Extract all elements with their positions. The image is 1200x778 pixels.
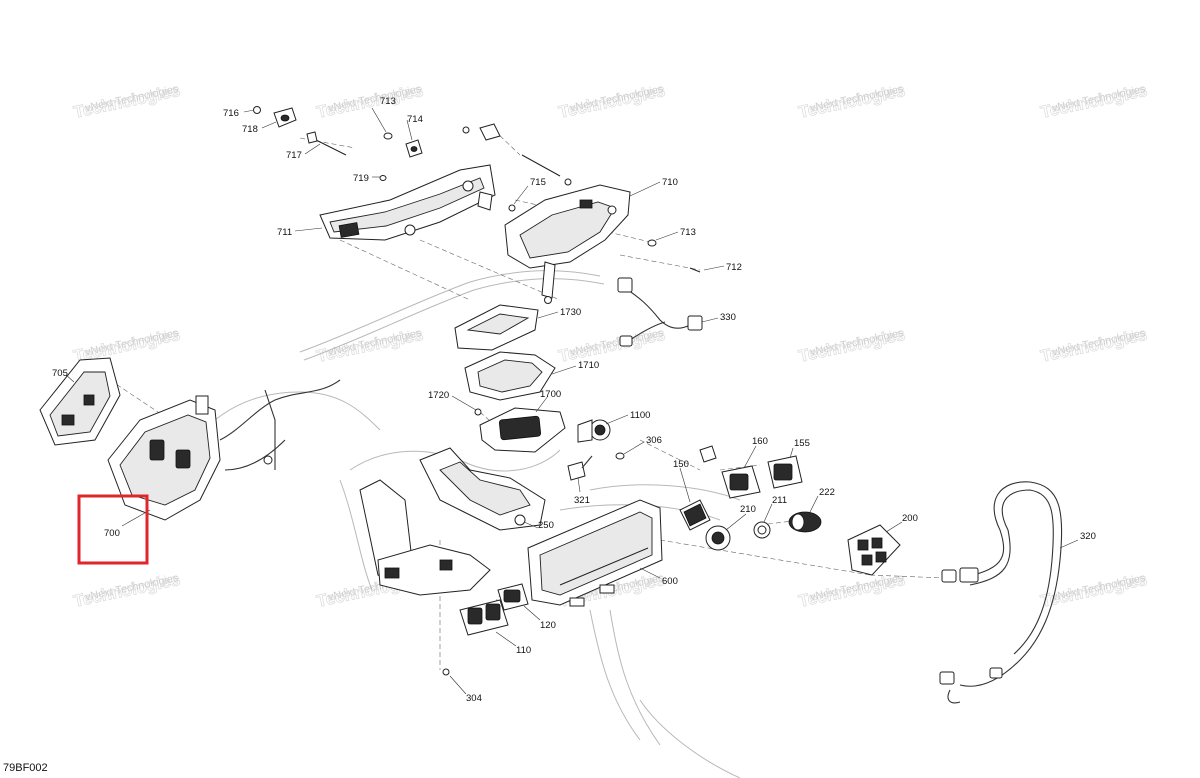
callout-label: 304 [466,693,482,704]
part-160-switch [721,465,761,499]
part-711-bracket [319,164,496,241]
callout-label: 250 [538,520,554,531]
part-700-highlight-box [77,494,149,565]
watermark: Technologies vNext Technologies [1038,324,1149,366]
part-710-bracket [504,184,701,304]
callout-label: 200 [902,513,918,524]
part-700-fusebox [107,395,221,521]
part-155-switch [767,455,803,489]
callout-label: 155 [794,438,810,449]
part-306-nut [615,452,625,460]
callout-label: 321 [574,495,590,506]
callout-label: 1730 [560,307,581,318]
callout-label: 700 [104,528,120,539]
callout-label: 1100 [630,410,650,421]
callout-label: 306 [646,435,662,446]
part-1100-socket [577,419,611,443]
callout-label: 1710 [578,360,599,371]
callout-label: 713 [680,227,696,238]
leader-lines [65,107,1079,695]
part-321-connector [699,445,717,463]
part-211-ring [753,521,771,539]
callout-label: 211 [772,495,787,506]
part-713-714-719 [379,132,423,181]
callout-label: 222 [819,487,835,498]
callout-label: 600 [662,576,678,587]
part-1730-pad [454,304,539,351]
callout-label: 110 [516,645,531,656]
watermark: Technologies vNext Technologies [556,80,667,122]
part-600-display [527,499,663,607]
part-1720-screw [474,408,482,416]
part-716-718-717 [253,106,347,156]
callout-label: 320 [1080,531,1096,542]
part-120-switch [497,583,529,611]
watermark: Technologies vNext Technologies [796,80,907,122]
callout-label: 705 [52,368,68,379]
callout-label: 712 [726,262,742,273]
watermark: Technologies vNext Technologies [71,569,182,611]
part-330-harness [617,277,703,347]
watermark: Technologies vNext Technologies [556,324,667,366]
part-222-knob [788,511,822,533]
part-150-switch [679,499,711,531]
callout-label: 716 [223,108,239,119]
callout-label: 120 [540,620,556,631]
part-715-bolt [462,123,572,212]
callout-label: 715 [530,177,546,188]
callout-label: 711 [277,227,292,238]
part-200-pad [847,524,901,576]
part-1710-bracket [464,351,556,401]
callout-label: 1700 [540,389,561,400]
part-304-screw [442,668,450,676]
callout-label: 210 [740,504,756,515]
part-110-switch [459,599,509,636]
callout-label: 719 [353,173,369,184]
part-321-clip [567,455,593,481]
part-705-panel [39,357,121,446]
callout-label: 713 [380,96,396,107]
callout-label: 717 [286,150,302,161]
part-250-support [359,447,546,596]
callout-label: 150 [673,459,689,470]
callout-label: 714 [407,114,423,125]
harness-left [219,379,341,471]
watermark: Technologies vNext Technologies [796,324,907,366]
callouts: 716 718 713 714 717 719 715 710 711 713 … [52,96,1096,704]
watermark: Technologies vNext Technologies [314,324,425,366]
figure-code: 79BF002 [3,762,48,774]
callout-label: 160 [752,436,768,447]
part-1700-tray [479,407,566,453]
part-320-harness [939,481,1063,704]
callout-label: 718 [242,124,258,135]
watermark: Technologies vNext Technologies [1038,80,1149,122]
part-210-knob [705,525,731,551]
callout-label: 710 [662,177,678,188]
callout-label: 1720 [428,390,449,401]
watermark: Technologies vNext Technologies [71,80,182,122]
callout-label: 330 [720,312,736,323]
